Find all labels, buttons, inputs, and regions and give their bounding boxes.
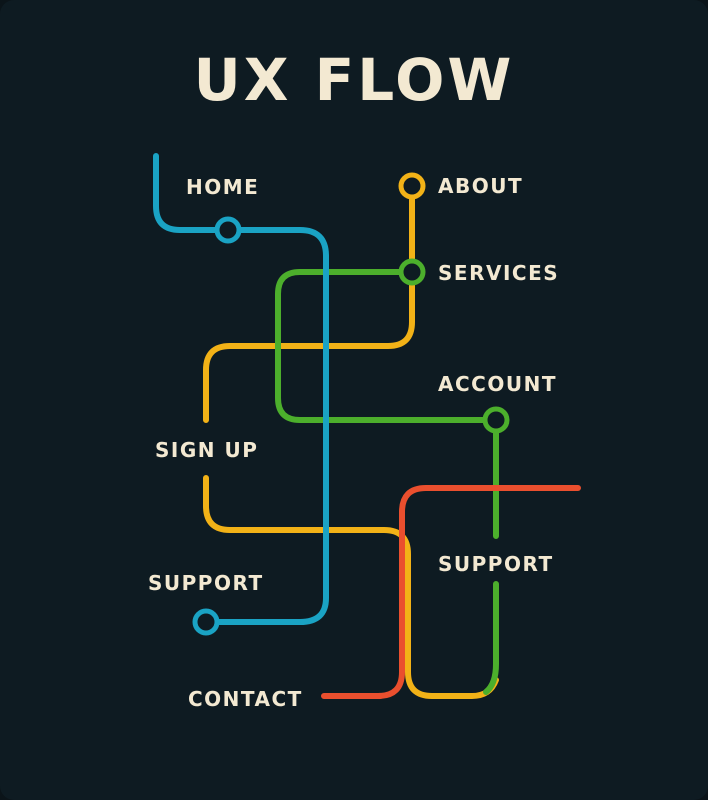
station-support-left[interactable] [192,608,220,636]
label-support-left: SUPPORT [148,571,264,595]
label-services: SERVICES [438,261,559,285]
label-contact: CONTACT [188,687,303,711]
label-about: ABOUT [438,174,523,198]
blue-line [153,153,329,625]
diagram-title: UX FLOW [193,46,515,114]
station-account[interactable] [482,406,510,434]
yellow-line [203,195,499,699]
red-line [321,485,581,699]
station-about[interactable] [398,172,426,200]
label-sign-up: SIGN UP [155,438,258,462]
label-home: HOME [186,175,259,199]
label-support-right: SUPPORT [438,552,554,576]
label-account: ACCOUNT [438,372,557,396]
green-line [275,269,499,695]
station-services[interactable] [398,258,426,286]
station-home[interactable] [214,216,242,244]
